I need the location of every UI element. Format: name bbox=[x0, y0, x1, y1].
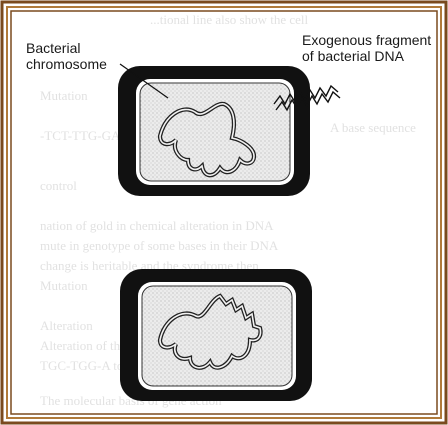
chromosome-label-line1: Bacterial bbox=[26, 40, 107, 56]
svg-text:nation of gold in chemical alt: nation of gold in chemical alteration in… bbox=[40, 218, 274, 233]
svg-text:control: control bbox=[40, 178, 77, 193]
bottom-bacterial-cell bbox=[120, 269, 312, 401]
svg-text:A base sequence: A base sequence bbox=[330, 120, 416, 135]
svg-text:Mutation: Mutation bbox=[40, 88, 88, 103]
svg-text:Mutation: Mutation bbox=[40, 278, 88, 293]
svg-text:...tional line also show the c: ...tional line also show the cell bbox=[150, 12, 309, 27]
bottom-cytoplasm bbox=[142, 286, 292, 386]
bacterial-chromosome-label: Bacterial chromosome bbox=[26, 40, 107, 72]
fragment-label-line2: of bacterial DNA bbox=[302, 48, 431, 64]
chromosome-label-line2: chromosome bbox=[26, 56, 107, 72]
top-bacterial-cell bbox=[118, 66, 310, 196]
fragment-label-line1: Exogenous fragment bbox=[302, 32, 431, 48]
exogenous-fragment-label: Exogenous fragment of bacterial DNA bbox=[302, 32, 431, 64]
svg-text:Alteration: Alteration bbox=[40, 318, 93, 333]
svg-text:mute in genotype of some bases: mute in genotype of some bases in their … bbox=[40, 238, 279, 253]
